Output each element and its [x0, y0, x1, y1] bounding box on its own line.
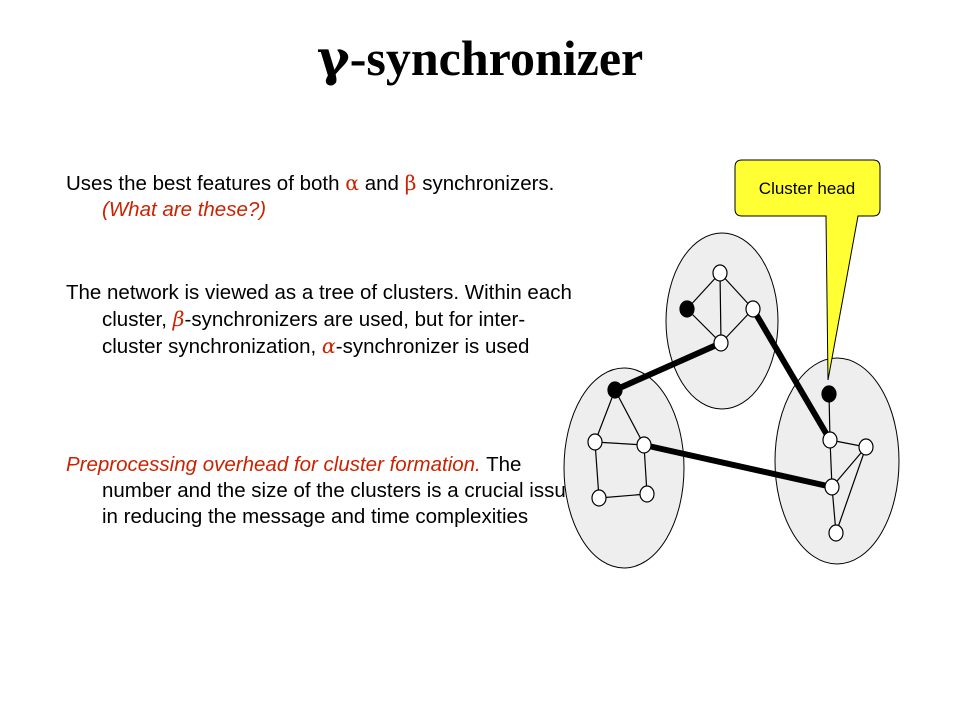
- bullet-1-text-3: synchronizers.: [416, 172, 555, 195]
- node: [587, 433, 603, 451]
- bullet-2-text-3: -synchronizer is used: [335, 335, 530, 358]
- cluster-head-callout: [734, 159, 881, 381]
- nodes: [587, 264, 874, 542]
- bullet-2: The network is viewed as a tree of clust…: [66, 280, 582, 360]
- title-text: -synchronizer: [349, 30, 644, 86]
- node: [591, 489, 607, 507]
- bullet-1-text: Uses the best features of both: [66, 172, 346, 195]
- cluster-right: [774, 357, 900, 565]
- callout-label: Cluster head: [759, 179, 855, 198]
- beta-symbol: β: [404, 171, 417, 195]
- node: [824, 478, 840, 496]
- cluster-head-node: [821, 385, 837, 403]
- cluster-left: [563, 367, 685, 569]
- node: [636, 436, 652, 454]
- node: [712, 264, 728, 282]
- node: [639, 485, 655, 503]
- cluster-top: [665, 232, 779, 410]
- bullet-3: Preprocessing overhead for cluster forma…: [66, 452, 582, 530]
- slide-title: γ-synchronizer: [0, 28, 960, 87]
- node: [745, 300, 761, 318]
- inter-cluster-edges: [612, 306, 835, 490]
- node: [822, 431, 838, 449]
- bullet-1: Uses the best features of both α and β s…: [66, 170, 582, 223]
- bullet-3-text: The number and the size of the clusters …: [102, 453, 578, 528]
- alpha-symbol: α: [321, 334, 336, 358]
- cluster-head-node: [607, 381, 623, 399]
- node: [858, 438, 874, 456]
- cluster-head-node: [679, 300, 695, 318]
- node: [828, 524, 844, 542]
- bullet-2-text-2: -synchronizers are used, but for inter-c…: [102, 308, 526, 358]
- bullet-1-text-2: and: [359, 172, 405, 195]
- gamma-symbol: γ: [316, 28, 350, 87]
- node: [713, 334, 729, 352]
- alpha-symbol: α: [345, 171, 360, 195]
- bullet-2-text: The network is viewed as a tree of clust…: [66, 281, 572, 331]
- beta-symbol: β: [172, 307, 185, 331]
- bullet-3-highlight: Preprocessing overhead for cluster forma…: [66, 453, 481, 476]
- bullet-1-question: (What are these?): [102, 198, 267, 221]
